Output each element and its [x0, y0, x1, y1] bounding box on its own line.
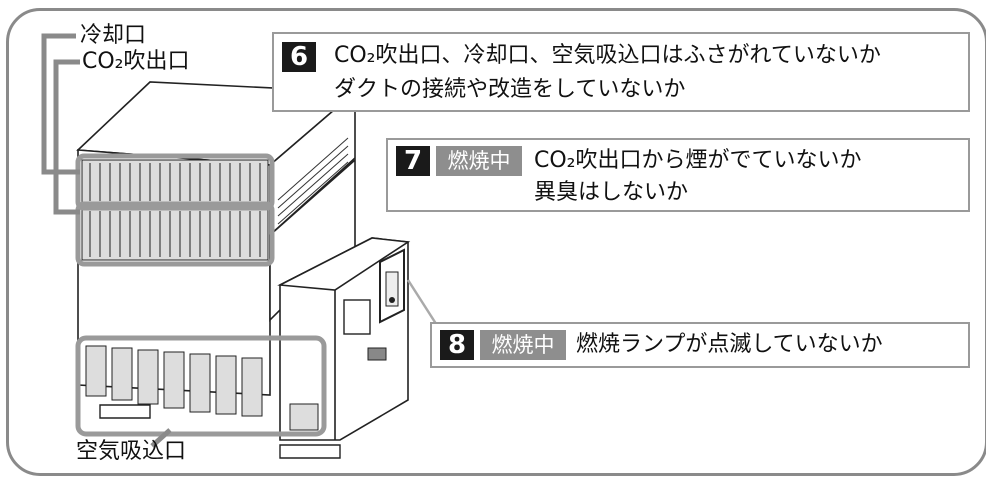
air-intake-grilles — [85, 345, 319, 431]
check-7-burning-tag: 燃焼中 — [436, 146, 522, 176]
inspection-window — [343, 299, 371, 335]
check-8-line1: 燃焼ランプが点滅していないか — [576, 332, 883, 357]
air-intake-highlight — [75, 335, 327, 437]
cooling-port-slats — [89, 163, 261, 201]
co2-outlet-leader — [53, 59, 80, 215]
check-7-callout: 7 燃焼中 CO₂吹出口から煙がでていないか 異臭はしないか — [386, 138, 970, 212]
co2-outlet-highlight — [75, 201, 275, 267]
check-7-number: 7 — [396, 146, 430, 176]
check-6-line1: CO₂吹出口、冷却口、空気吸込口はふさがれていないか — [334, 43, 881, 68]
co2-outlet-grille — [81, 207, 269, 261]
front-foot — [99, 404, 151, 419]
check-8-callout: 8 燃焼中 燃焼ランプが点滅していないか — [430, 322, 970, 368]
check-8-number: 8 — [440, 330, 474, 360]
air-intake-label: 空気吸込口 — [76, 439, 187, 464]
co2-outlet-slats — [89, 211, 261, 257]
lid-side-grille — [277, 137, 349, 225]
combustion-box-top — [277, 237, 411, 291]
cooling-port-grille — [81, 159, 269, 205]
cooling-port-leader — [41, 33, 80, 175]
check-8-burning-tag: 燃焼中 — [480, 330, 566, 360]
lamp-leader — [406, 279, 442, 331]
air-intake-leader — [150, 428, 172, 448]
cooling-port-label: 冷却口 — [80, 23, 147, 48]
check-7-line2: 異臭はしないか — [534, 180, 689, 205]
check-6-number: 6 — [282, 42, 316, 72]
combustion-lamp — [389, 297, 395, 303]
co2-outlet-label: CO₂吹出口 — [82, 49, 190, 74]
check-7-line1: CO₂吹出口から煙がでていないか — [534, 148, 862, 173]
cooling-port-highlight — [75, 153, 275, 211]
check-6-line2: ダクトの接続や改造をしていないか — [334, 77, 686, 102]
check-6-callout: 6 CO₂吹出口、冷却口、空気吸込口はふさがれていないか ダクトの接続や改造をし… — [272, 32, 970, 112]
side-foot — [279, 444, 341, 459]
